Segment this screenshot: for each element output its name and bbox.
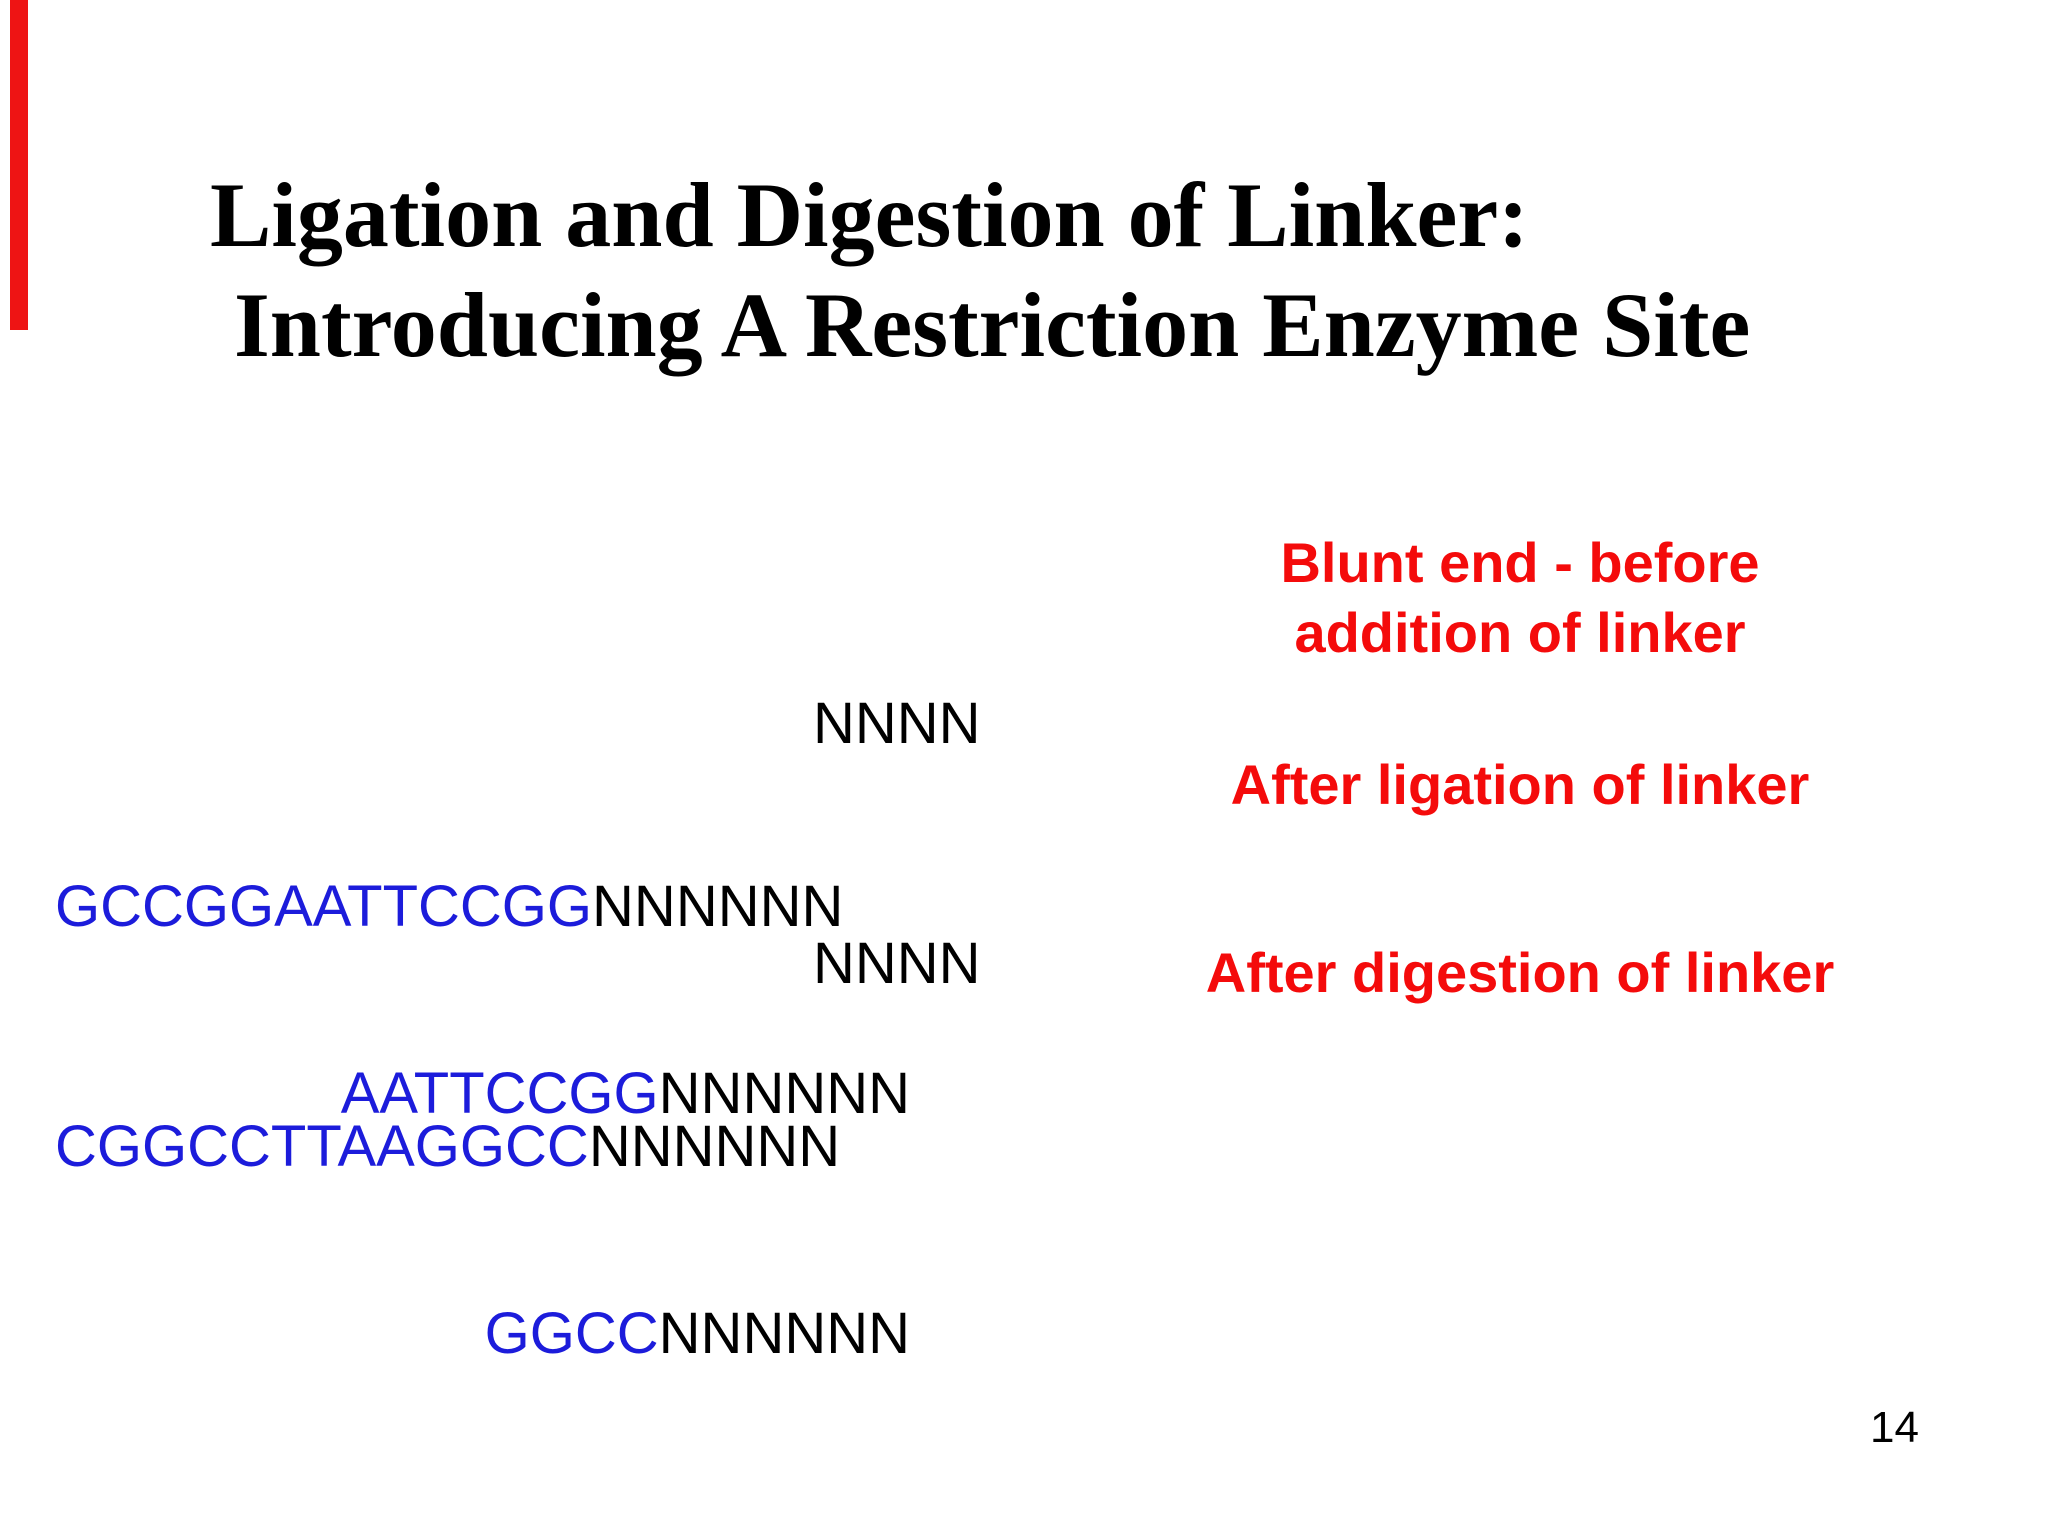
title-line-1: Ligation and Digestion of Linker: xyxy=(210,164,1529,266)
sequence-line: NNNN xyxy=(813,684,981,764)
sequence-n-bases: NNNNNN xyxy=(588,1114,841,1179)
linker-bases: GGCC xyxy=(484,1301,659,1366)
sequence-line: AATTCCGGNNNNNN xyxy=(0,1054,910,1134)
label-blunt-end: Blunt end - before addition of linker xyxy=(1150,528,1890,668)
sequence-line: NNNN xyxy=(813,924,981,1004)
sequence-blunt-end: NNNN NNNN xyxy=(813,524,981,1164)
sequence-line: CGGCCTTAAGGCCNNNNNN xyxy=(55,1107,843,1187)
sequence-n-bases: NNNN xyxy=(813,691,981,756)
sequence-line: GCCGGAATTCCGGNNNNNN xyxy=(55,867,843,947)
sequence-n-bases: NNNNNN xyxy=(658,1061,910,1126)
linker-bases: CGGCCTTAAGGCC xyxy=(55,1114,589,1179)
linker-bases: AATTCCGG xyxy=(340,1061,659,1126)
linker-bases: GCCGGAATTCCGG xyxy=(55,874,593,939)
label-after-ligation: After ligation of linker xyxy=(1230,753,1810,816)
label-blunt-end-line-2: addition of linker xyxy=(1294,601,1746,664)
sequence-after-digestion: AATTCCGGNNNNNN GGCCNNNNNN xyxy=(0,894,910,1534)
sequence-after-ligation: GCCGGAATTCCGGNNNNNN CGGCCTTAAGGCCNNNNNN xyxy=(55,707,843,1347)
slide-title: Ligation and Digestion of Linker: Introd… xyxy=(210,160,1910,380)
title-line-2: Introducing A Restriction Enzyme Site xyxy=(234,274,1751,376)
label-after-digestion: After digestion of linker xyxy=(1205,941,1835,1004)
sequence-n-bases: NNNNNN xyxy=(658,1301,910,1366)
page-number: 14 xyxy=(1870,1403,1919,1452)
left-edge-red-bar xyxy=(10,0,28,330)
sequence-n-bases: NNNN xyxy=(813,931,981,996)
sequence-n-bases: NNNNNN xyxy=(592,874,844,939)
sequence-line: GGCCNNNNNN xyxy=(0,1294,910,1374)
label-blunt-end-line-1: Blunt end - before xyxy=(1280,531,1760,594)
